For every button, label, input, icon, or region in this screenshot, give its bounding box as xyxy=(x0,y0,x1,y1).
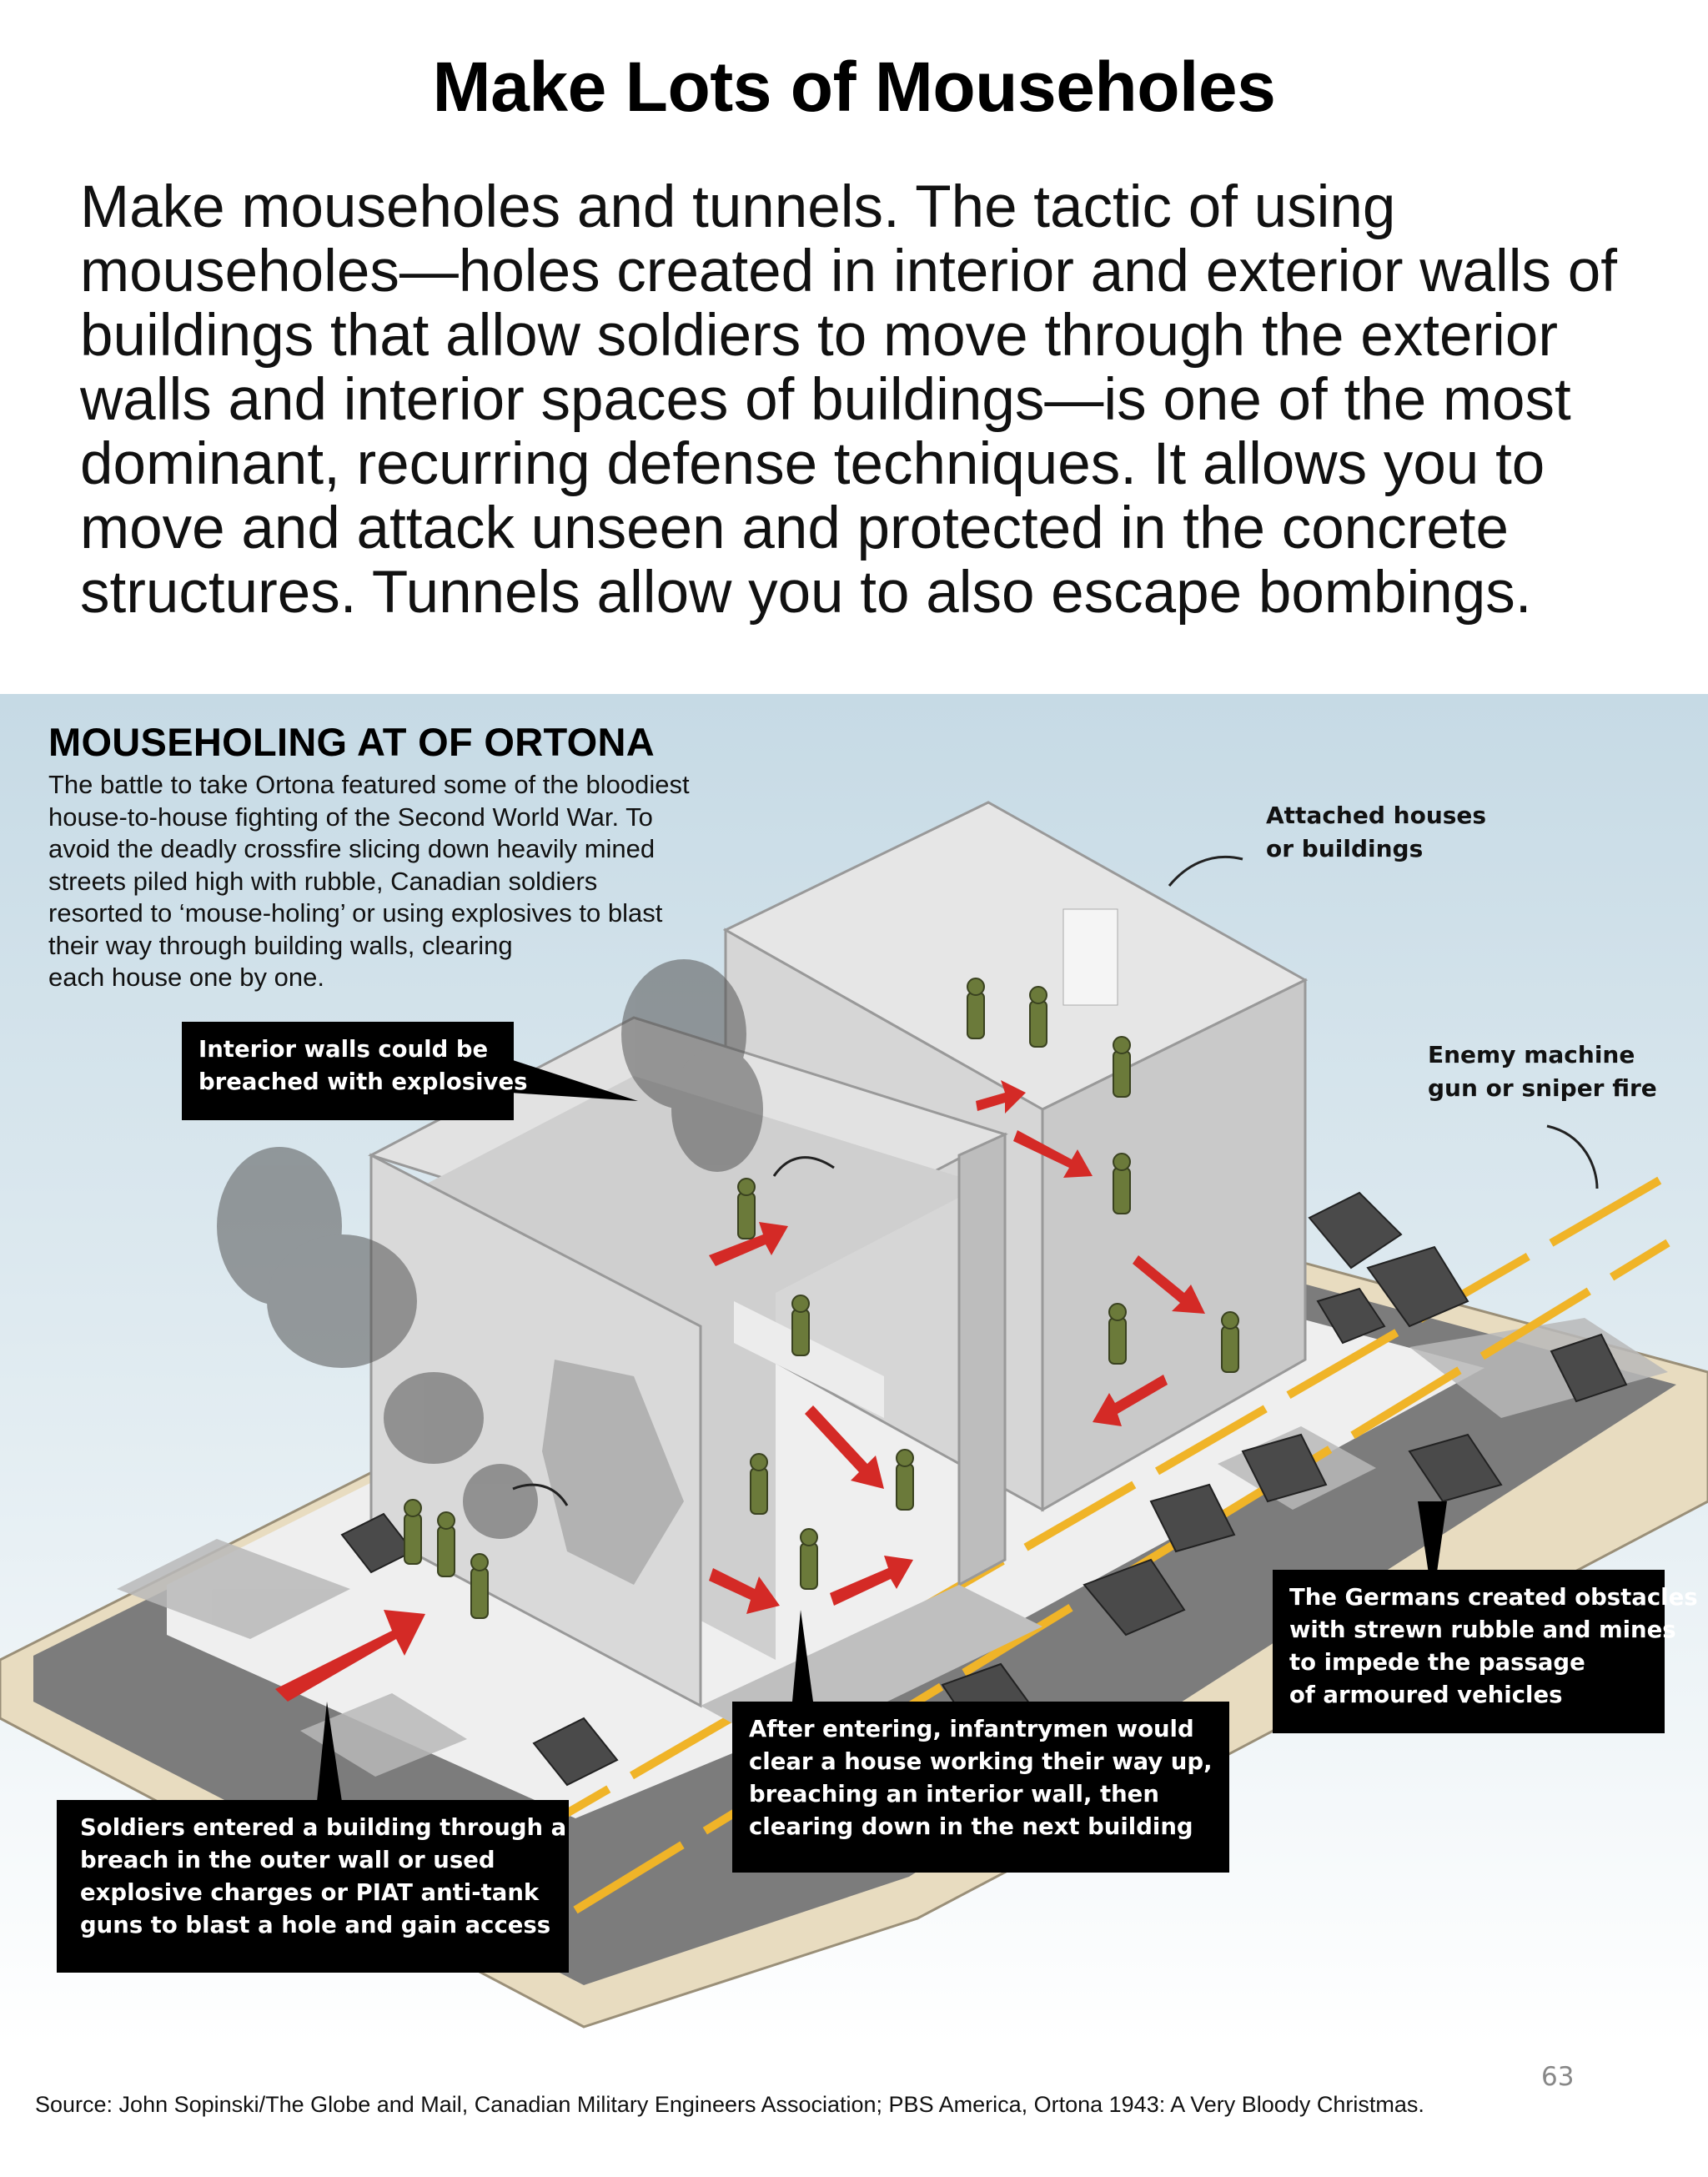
infographic-description: The battle to take Ortona featured some … xyxy=(48,769,741,994)
description-line: The battle to take Ortona featured some … xyxy=(48,770,690,799)
intro-paragraph: Make mouseholes and tunnels. The tactic … xyxy=(80,174,1617,626)
callout-pointers xyxy=(317,1059,1447,1802)
description-line: avoid the deadly crossfire slicing down … xyxy=(48,834,656,863)
callout-germans-obstacles: The Germans created obstacles with strew… xyxy=(1273,1570,1698,1733)
page-number: 63 xyxy=(1541,2062,1575,2092)
smoke xyxy=(217,959,763,1539)
callout-soldiers-entered: Soldiers entered a building through a br… xyxy=(57,1800,569,1973)
pointer-arrows xyxy=(512,855,1599,1506)
label-enemy-fire: Enemy machine gun or sniper fire xyxy=(1428,1041,1657,1102)
movement-arrows xyxy=(275,1080,1205,1702)
road-line-1 xyxy=(498,1176,1662,1856)
infographic-title: MOUSEHOLING AT OF ORTONA xyxy=(48,720,655,764)
label-attached-houses: Attached houses or buildings xyxy=(1266,802,1487,862)
callout-after-entering: After entering, infantrymen would clear … xyxy=(732,1702,1229,1873)
description-line: their way through building walls, cleari… xyxy=(48,930,513,960)
soldiers xyxy=(404,978,1239,1619)
window-back xyxy=(1062,908,1118,1006)
description-line: house-to-house fighting of the Second Wo… xyxy=(48,802,653,832)
infographic-illustration xyxy=(0,694,1708,2045)
page-title: Make Lots of Mouseholes xyxy=(432,48,1276,126)
stairs xyxy=(734,1301,884,1418)
breached-wall xyxy=(542,1360,684,1585)
description-line: streets piled high with rubble, Canadian… xyxy=(48,866,598,896)
description-line: each house one by one. xyxy=(48,963,324,992)
infographic-drawing xyxy=(0,694,1708,2045)
description-line: resorted to ‘mouse-holing’ or using expl… xyxy=(48,898,663,928)
building-front-right xyxy=(957,1132,1007,1587)
rubble xyxy=(340,1191,1628,1787)
callout-interior-walls: Interior walls could be breached with ex… xyxy=(182,1022,528,1120)
source-citation: Source: John Sopinski/The Globe and Mail… xyxy=(35,2092,1424,2117)
